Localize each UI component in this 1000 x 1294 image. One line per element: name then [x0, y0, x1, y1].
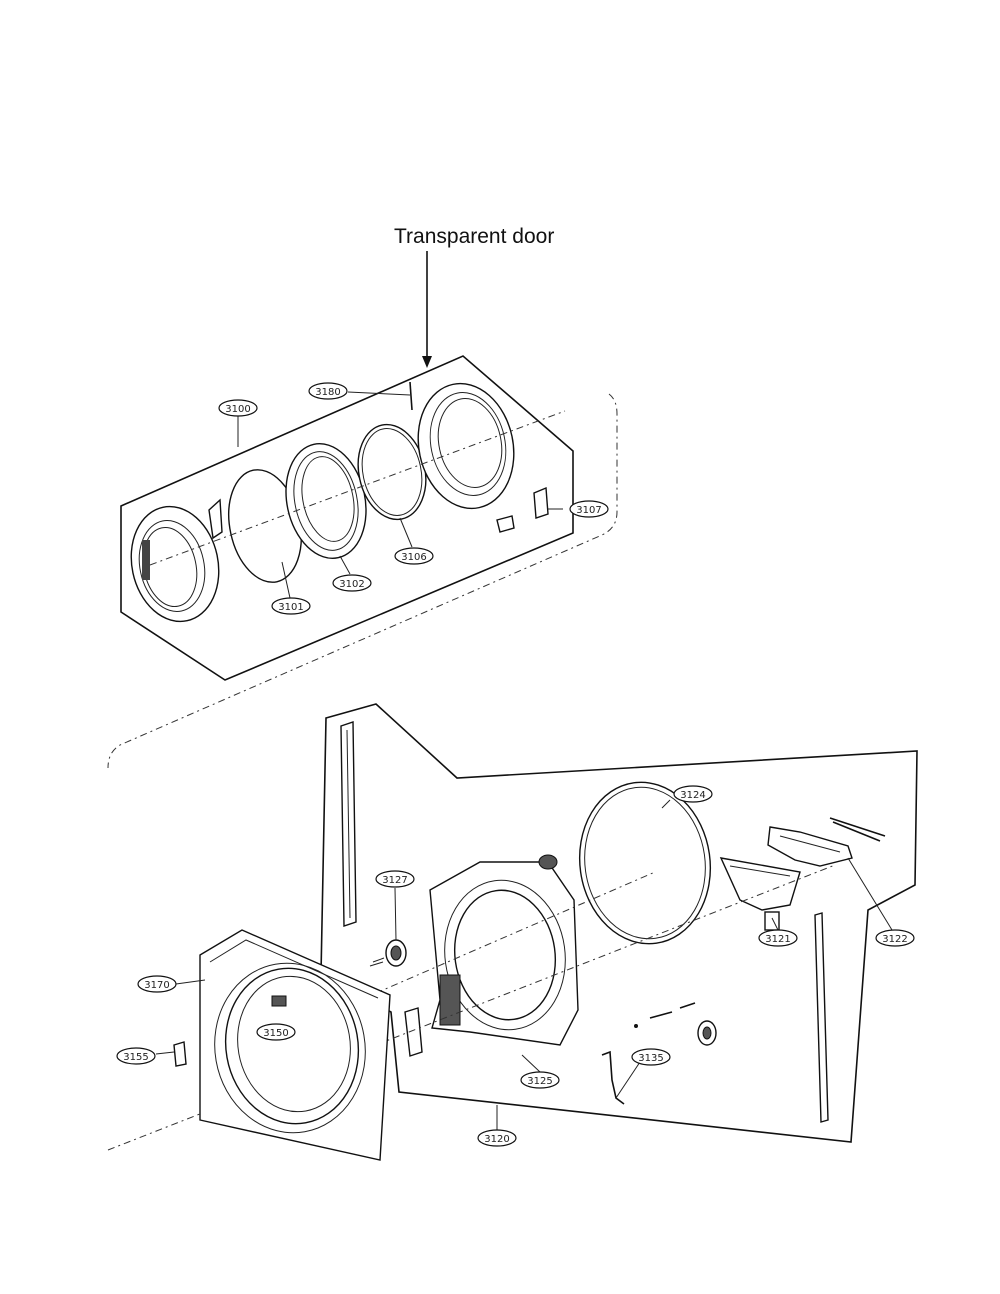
- door-panel-outline: [120, 355, 574, 681]
- door-hinge: [496, 486, 549, 533]
- latch-bracket: [404, 1007, 423, 1057]
- svg-text:3127: 3127: [382, 875, 407, 886]
- lower-roller: [697, 1020, 717, 1046]
- door-outer-ring: [130, 505, 220, 623]
- callout-3155: 3155: [116, 1047, 156, 1065]
- svg-text:3125: 3125: [527, 1076, 552, 1087]
- svg-text:3135: 3135: [638, 1053, 663, 1064]
- svg-text:3155: 3155: [123, 1052, 148, 1063]
- panel-lock-slot: [271, 995, 287, 1007]
- transparent-door-arrow: [422, 251, 432, 368]
- svg-text:3120: 3120: [484, 1134, 509, 1145]
- svg-text:3106: 3106: [401, 552, 426, 563]
- svg-text:3102: 3102: [339, 579, 364, 590]
- right-frame-rail: [814, 912, 829, 1123]
- callout-3127: 3127: [375, 870, 415, 888]
- callout-3107: 3107: [569, 500, 609, 518]
- fastener-screws: [634, 1002, 696, 1028]
- front-panel-group: [155, 929, 391, 1161]
- callout-3100: 3100: [218, 399, 258, 417]
- svg-text:3107: 3107: [576, 505, 601, 516]
- inner-front-frame: [429, 861, 579, 1046]
- door-frame-ring: [285, 442, 367, 560]
- svg-text:3180: 3180: [315, 387, 340, 398]
- door-assembly-group: [120, 355, 574, 681]
- door-handle: [208, 498, 223, 540]
- callout-3101: 3101: [271, 597, 311, 615]
- callout-3122: 3122: [875, 929, 915, 947]
- door-roller: [538, 854, 558, 870]
- door-inner-frame: [417, 382, 515, 510]
- callout-3120: 3120: [477, 1129, 517, 1147]
- callout-3106: 3106: [394, 547, 434, 565]
- front-gasket-ring: [578, 781, 712, 945]
- door-pin: [409, 381, 413, 411]
- callout-3102: 3102: [332, 574, 372, 592]
- svg-text:3101: 3101: [278, 602, 303, 613]
- svg-text:3170: 3170: [144, 980, 169, 991]
- callout-3121: 3121: [758, 929, 798, 947]
- lint-duct: [719, 857, 801, 931]
- transparent-door-label: Transparent door: [394, 225, 554, 248]
- callout-3180: 3180: [308, 382, 348, 400]
- drum-roller: [369, 939, 407, 967]
- left-frame-rail: [340, 721, 357, 927]
- assembly-connector-line: [107, 393, 618, 769]
- svg-text:3121: 3121: [765, 934, 790, 945]
- door-switch-wire: [601, 1050, 625, 1105]
- callout-3150: 3150: [256, 1023, 296, 1041]
- svg-text:3122: 3122: [882, 934, 907, 945]
- svg-text:3150: 3150: [263, 1028, 288, 1039]
- front-frame-group: [107, 703, 918, 1151]
- door-latch: [173, 1041, 187, 1067]
- svg-text:3124: 3124: [680, 790, 705, 801]
- duct-cover: [767, 826, 853, 867]
- callout-3170: 3170: [137, 975, 177, 993]
- callout-3125: 3125: [520, 1071, 560, 1089]
- callout-3124: 3124: [673, 785, 713, 803]
- svg-text:3100: 3100: [225, 404, 250, 415]
- wire-strip: [829, 817, 886, 837]
- callout-3135: 3135: [631, 1048, 671, 1066]
